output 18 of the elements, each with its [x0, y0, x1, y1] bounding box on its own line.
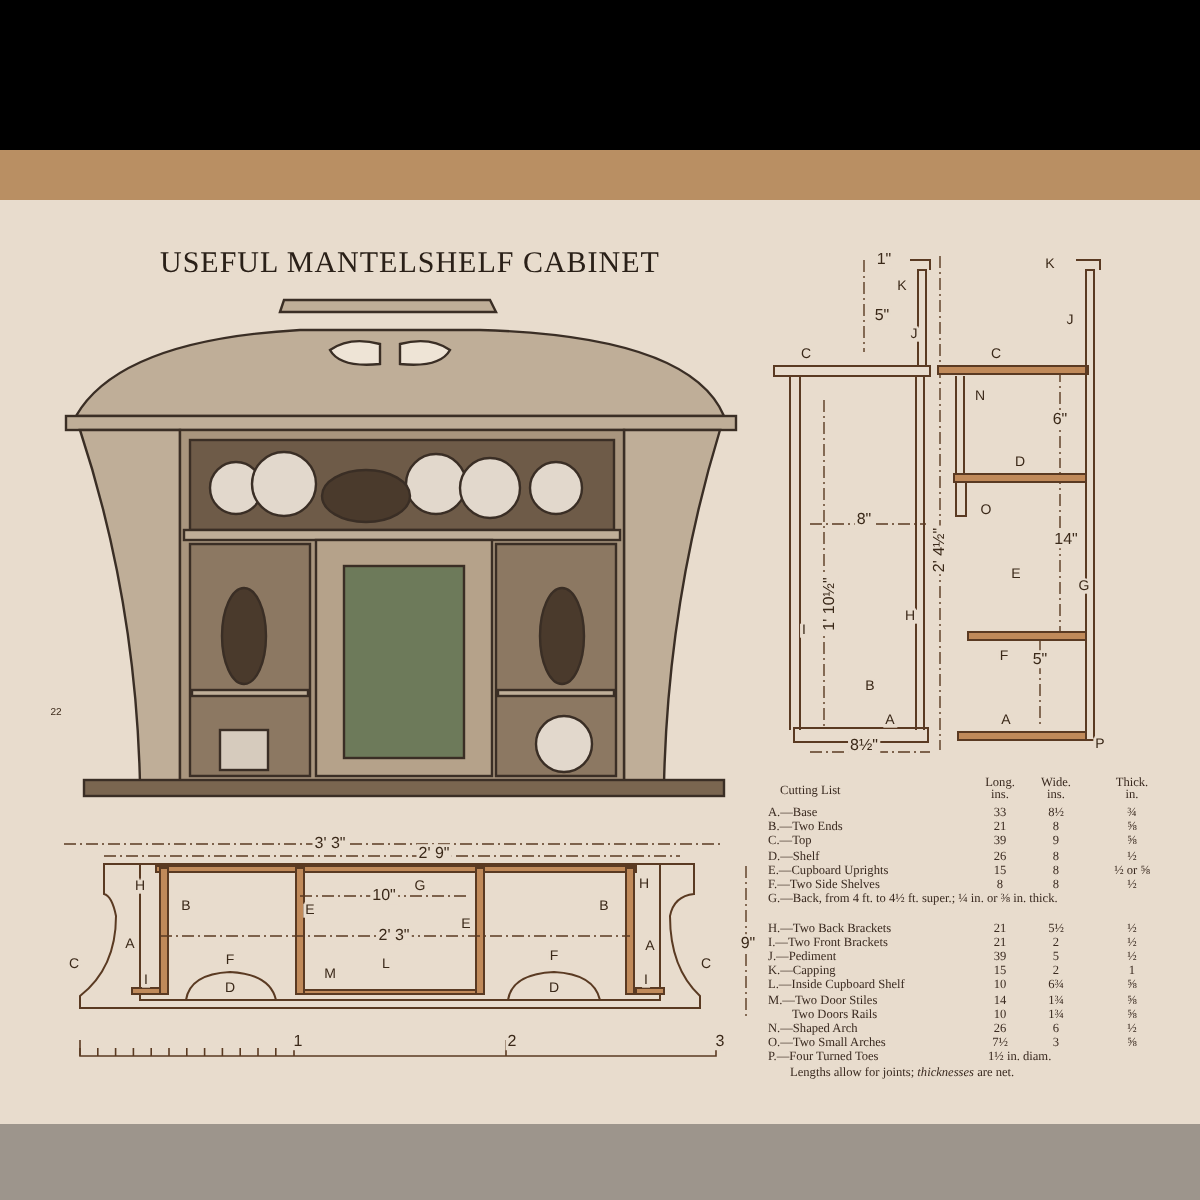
- scale-number: 3: [715, 1032, 725, 1051]
- dimension-label: 2' 9": [418, 844, 450, 863]
- dimension-label: 1' 10½": [820, 577, 839, 631]
- dimension-label: 8½": [850, 736, 878, 755]
- dimension-label: 10": [372, 886, 396, 905]
- dimension-label: 5": [1032, 650, 1048, 669]
- dimension-label: 8": [856, 510, 872, 529]
- dimension-label: 2' 4½": [930, 527, 949, 573]
- dimension-label: 5": [874, 306, 890, 325]
- dimension-label: 14": [1054, 530, 1078, 549]
- dimension-label: 1": [876, 250, 892, 269]
- scale-number: 1: [293, 1032, 303, 1051]
- dimension-label: 9": [740, 934, 756, 953]
- title: USEFUL MANTELSHELF CABINET: [160, 248, 660, 282]
- dimension-label: 3' 3": [314, 834, 346, 853]
- dimension-label: 2' 3": [378, 926, 410, 945]
- scale-number: 2: [507, 1032, 517, 1051]
- dimension-label: 6": [1052, 410, 1068, 429]
